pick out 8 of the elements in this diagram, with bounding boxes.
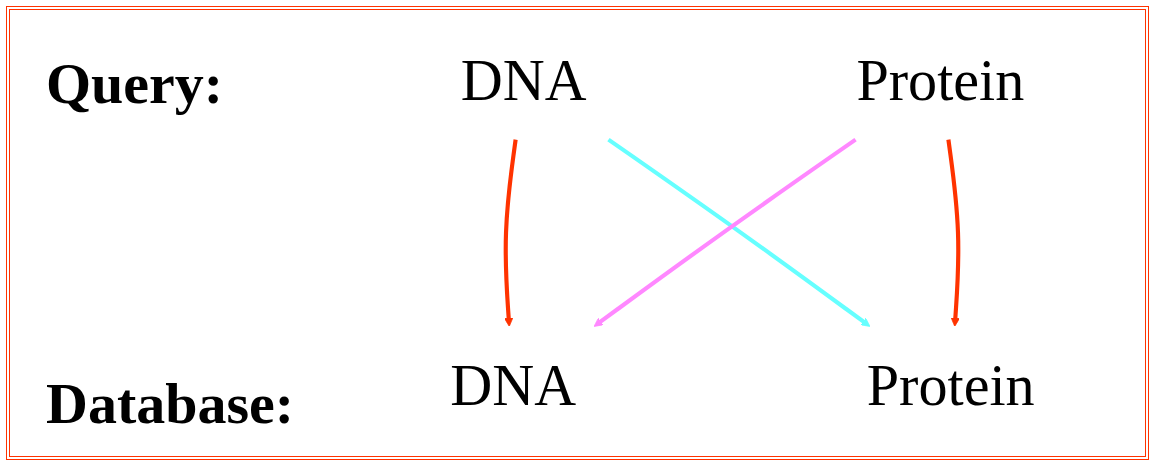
node-text: DNA: [460, 48, 587, 113]
node-text: DNA: [450, 353, 577, 418]
arrow: [946, 139, 961, 327]
node-text: Protein: [866, 353, 1035, 418]
node-text: Protein: [856, 48, 1025, 113]
row-label: Database:: [46, 370, 295, 437]
arrow: [503, 139, 518, 327]
row-label: Query:: [46, 50, 224, 117]
